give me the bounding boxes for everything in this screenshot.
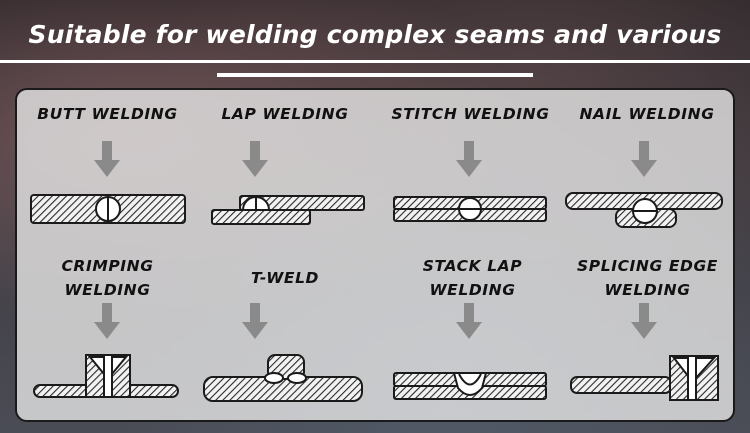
- label-line: WELDING: [429, 281, 516, 299]
- welding-types-panel: [15, 88, 735, 422]
- label-line: WELDING: [64, 281, 151, 299]
- down-arrow-icon: [631, 303, 657, 339]
- lap-weld-diagram: [211, 195, 365, 225]
- t-weld-diagram: [203, 354, 363, 402]
- down-arrow-icon: [242, 303, 268, 339]
- nail-weld-diagram: [565, 192, 723, 228]
- label-t-weld: T-WELD: [250, 269, 320, 287]
- down-arrow-icon: [94, 303, 120, 339]
- stitch-weld-diagram: [393, 196, 547, 222]
- label-splicing-edge-welding: SPLICING EDGE WELDING: [560, 254, 735, 302]
- header-title: Suitable for welding complex seams and v…: [28, 20, 722, 49]
- down-arrow-icon: [242, 141, 268, 177]
- stack-lap-weld-diagram: [393, 372, 547, 400]
- label-nail-welding: NAIL WELDING: [579, 105, 715, 123]
- label-line: WELDING: [604, 281, 691, 299]
- down-arrow-icon: [456, 141, 482, 177]
- butt-weld-diagram: [30, 194, 186, 224]
- label-lap-welding: LAP WELDING: [221, 105, 349, 123]
- down-arrow-icon: [631, 141, 657, 177]
- label-butt-welding: BUTT WELDING: [37, 105, 178, 123]
- header-subdivider: [217, 73, 533, 77]
- down-arrow-icon: [456, 303, 482, 339]
- crimping-weld-diagram: [33, 354, 179, 398]
- splicing-edge-weld-diagram: [570, 355, 719, 401]
- label-line: SPLICING EDGE: [577, 257, 718, 275]
- header-divider: [0, 60, 750, 63]
- label-line: STACK LAP: [422, 257, 523, 275]
- label-line: CRIMPING: [61, 257, 154, 275]
- label-crimping-welding: CRIMPING WELDING: [20, 254, 195, 302]
- label-stack-lap-welding: STACK LAP WELDING: [380, 254, 565, 302]
- down-arrow-icon: [94, 141, 120, 177]
- label-stitch-welding: STITCH WELDING: [391, 105, 550, 123]
